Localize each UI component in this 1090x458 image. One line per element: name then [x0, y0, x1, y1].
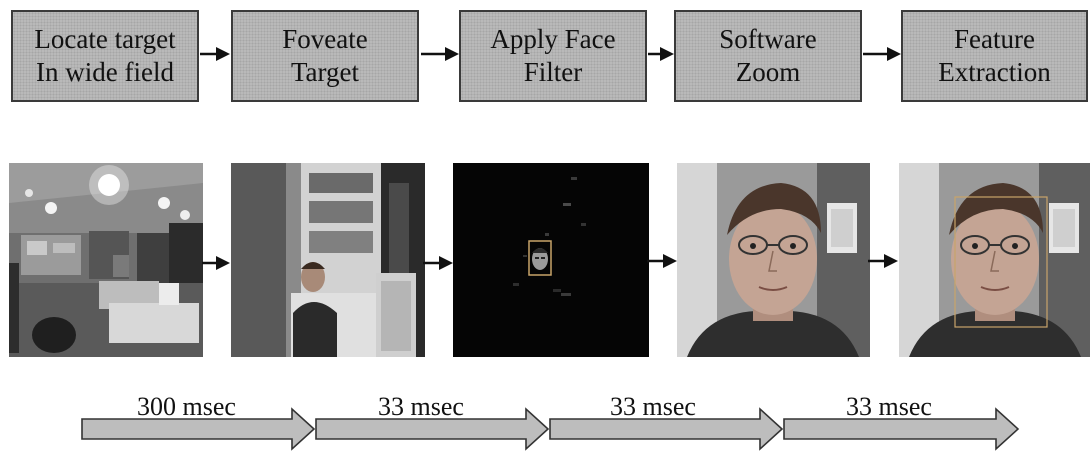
- timing-arrow: [315, 407, 550, 451]
- right-arrow-icon: [868, 254, 898, 268]
- stage-label-line2: In wide field: [36, 57, 174, 87]
- right-arrow-icon: [421, 47, 459, 61]
- right-arrow-icon: [863, 47, 901, 61]
- timing-arrow: [783, 407, 1020, 451]
- stage-label-line1: Software: [719, 24, 817, 54]
- stage-label-line2: Target: [290, 57, 360, 87]
- right-arrow-icon: [202, 256, 230, 270]
- face-feature-extraction-image: [899, 163, 1090, 357]
- stage-label-line2: Zoom: [735, 57, 801, 87]
- face-detection-box: [954, 196, 1048, 328]
- face-filter-output-image: [453, 163, 649, 357]
- stage-software-zoom: Software Zoom: [674, 10, 862, 102]
- timing-label: 33 msec: [610, 392, 696, 421]
- foveated-person-image: [231, 163, 425, 357]
- stage-label-line1: Foveate: [282, 24, 368, 54]
- stage-label-line2: Extraction: [938, 57, 1051, 87]
- stage-locate-target: Locate target In wide field: [11, 10, 199, 102]
- timing-label: 33 msec: [378, 392, 464, 421]
- stage-foveate-target: Foveate Target: [231, 10, 419, 102]
- stage-label-line1: Locate target: [34, 24, 176, 54]
- right-arrow-icon: [423, 256, 453, 270]
- timing-arrow: [549, 407, 784, 451]
- stage-label-line2: Filter: [523, 57, 583, 87]
- stage-label-line1: Apply Face: [490, 24, 616, 54]
- wide-field-office-image: [9, 163, 203, 357]
- stage-apply-face-filter: Apply Face Filter: [459, 10, 647, 102]
- stage-label-line1: Feature: [954, 24, 1035, 54]
- right-arrow-icon: [200, 47, 230, 61]
- zoomed-face-image: [677, 163, 870, 357]
- timing-label: 33 msec: [846, 392, 932, 421]
- timing-arrow: [81, 407, 316, 451]
- right-arrow-icon: [647, 254, 677, 268]
- timing-label: 300 msec: [137, 392, 236, 421]
- right-arrow-icon: [648, 47, 674, 61]
- stage-feature-extraction: Feature Extraction: [901, 10, 1088, 102]
